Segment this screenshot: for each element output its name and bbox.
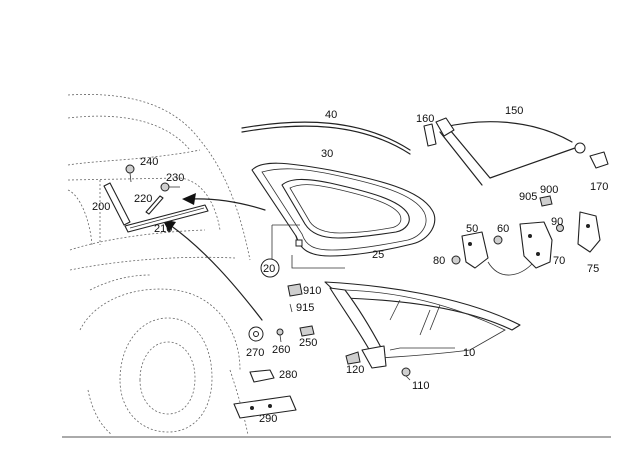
callout-70: 70: [553, 255, 565, 267]
callout-250: 250: [299, 337, 317, 349]
callout-10: 10: [463, 347, 475, 359]
callout-20: 20: [263, 263, 275, 275]
callout-labels: 10 20 25 30 40 50 60 70 75 80 90 110 120…: [92, 105, 608, 425]
callout-40: 40: [325, 109, 337, 121]
callout-915: 915: [296, 302, 314, 314]
callout-150: 150: [505, 105, 523, 117]
callout-120: 120: [346, 364, 364, 376]
callout-60: 60: [497, 223, 509, 235]
callout-280: 280: [279, 369, 297, 381]
callout-170: 170: [590, 181, 608, 193]
callout-900: 900: [540, 184, 558, 196]
callout-240: 240: [140, 156, 158, 168]
callout-270: 270: [246, 347, 264, 359]
quarter-window-frame: [251, 162, 436, 257]
fastener-parts-110-120: [345, 351, 411, 381]
callout-290: 290: [259, 413, 277, 425]
callout-20-leaders: [260, 224, 345, 278]
callout-30: 30: [321, 148, 333, 160]
callout-220: 220: [134, 193, 152, 205]
callout-910: 910: [303, 285, 321, 297]
callout-50: 50: [466, 223, 478, 235]
callout-25: 25: [372, 249, 384, 261]
callout-905: 905: [519, 191, 537, 203]
callout-75: 75: [587, 263, 599, 275]
callout-160: 160: [416, 113, 434, 125]
callout-230: 230: [166, 172, 184, 184]
callout-200: 200: [92, 201, 110, 213]
callout-260: 260: [272, 344, 290, 356]
seal-strip-40: [241, 121, 411, 155]
window-glass-10: [324, 281, 521, 369]
regulator-assembly: [451, 195, 601, 276]
small-hardware: [233, 283, 315, 419]
window-mechanism-150: [423, 117, 609, 186]
callout-90: 90: [551, 216, 563, 228]
car-body-outline: [67, 94, 251, 436]
callout-110: 110: [412, 380, 430, 392]
callout-210: 210: [154, 223, 172, 235]
trim-strip-parts: [103, 164, 209, 233]
callout-80: 80: [433, 255, 445, 267]
